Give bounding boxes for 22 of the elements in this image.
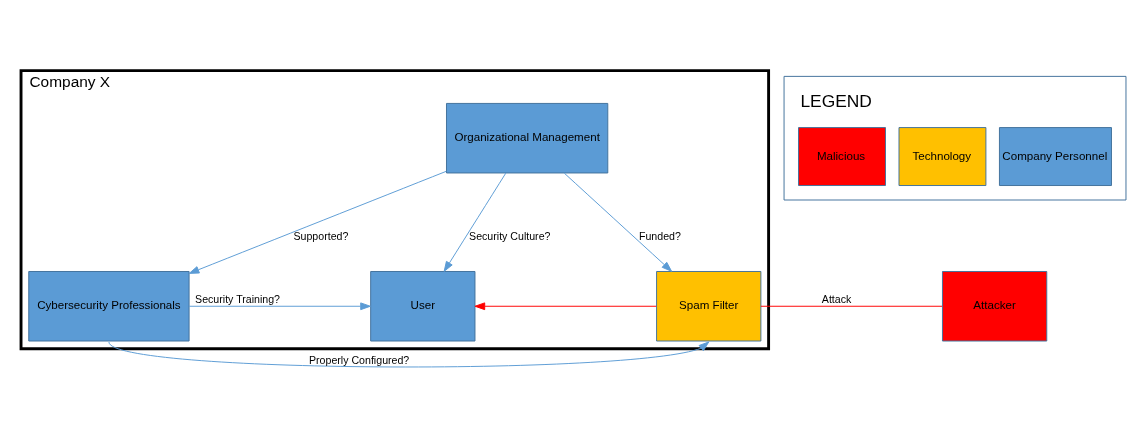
node-box: Cybersecurity Professionals: [28, 271, 190, 342]
edge-label: Properly Configured?: [309, 353, 410, 366]
node-box: Spam Filter: [656, 271, 762, 342]
arrow: [563, 172, 673, 272]
arrow: [188, 170, 447, 274]
arrow: [108, 341, 710, 368]
edge-label: Attack: [821, 293, 852, 306]
arrow: [474, 302, 657, 311]
edge-label: Funded?: [639, 230, 681, 243]
edge-label: Supported?: [293, 230, 349, 243]
arrow: [188, 302, 371, 311]
node-box: User: [370, 271, 476, 342]
edge-label: Security Culture?: [469, 230, 551, 243]
legend-label: Technology: [912, 149, 972, 162]
node-box: Attacker: [941, 271, 1048, 342]
edge-label: Security Training?: [195, 293, 280, 306]
label: LEGEND: [800, 90, 872, 111]
arrow: [443, 172, 507, 272]
connector: [760, 305, 943, 307]
node-box: Organizational Management: [446, 102, 609, 174]
legend-label: Company Personnel: [1002, 149, 1108, 162]
legend-label: Malicious: [816, 149, 866, 162]
